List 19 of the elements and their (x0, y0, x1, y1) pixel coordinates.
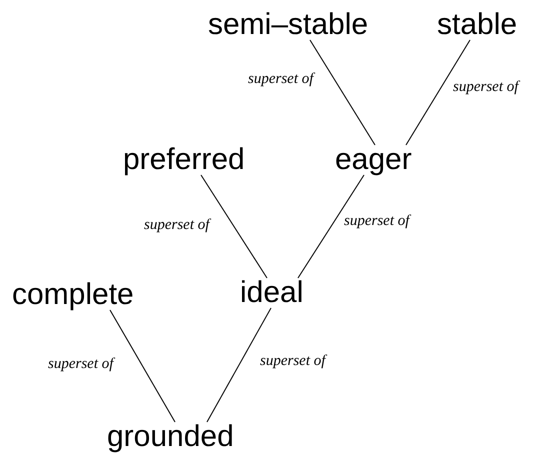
node-label: preferred (123, 145, 245, 175)
edge-label: superset of (260, 354, 326, 369)
connector-line (206, 308, 272, 422)
connector-line (200, 174, 268, 278)
node-label: complete (12, 280, 134, 310)
node-label: ideal (240, 278, 304, 308)
edge-label: superset of (344, 214, 410, 229)
edge-label: superset of (248, 72, 314, 87)
connector-line (298, 174, 364, 278)
edge-label: superset of (453, 80, 518, 95)
node-label: grounded (107, 422, 234, 452)
connector-line (110, 310, 176, 422)
node-label: semi–stable (208, 10, 368, 40)
node-label: stable (437, 10, 518, 40)
connector-line (310, 40, 376, 146)
edge-label: superset of (144, 218, 210, 233)
connector-line (406, 40, 470, 146)
edge-label: superset of (48, 357, 114, 372)
node-label: eager (335, 145, 412, 175)
